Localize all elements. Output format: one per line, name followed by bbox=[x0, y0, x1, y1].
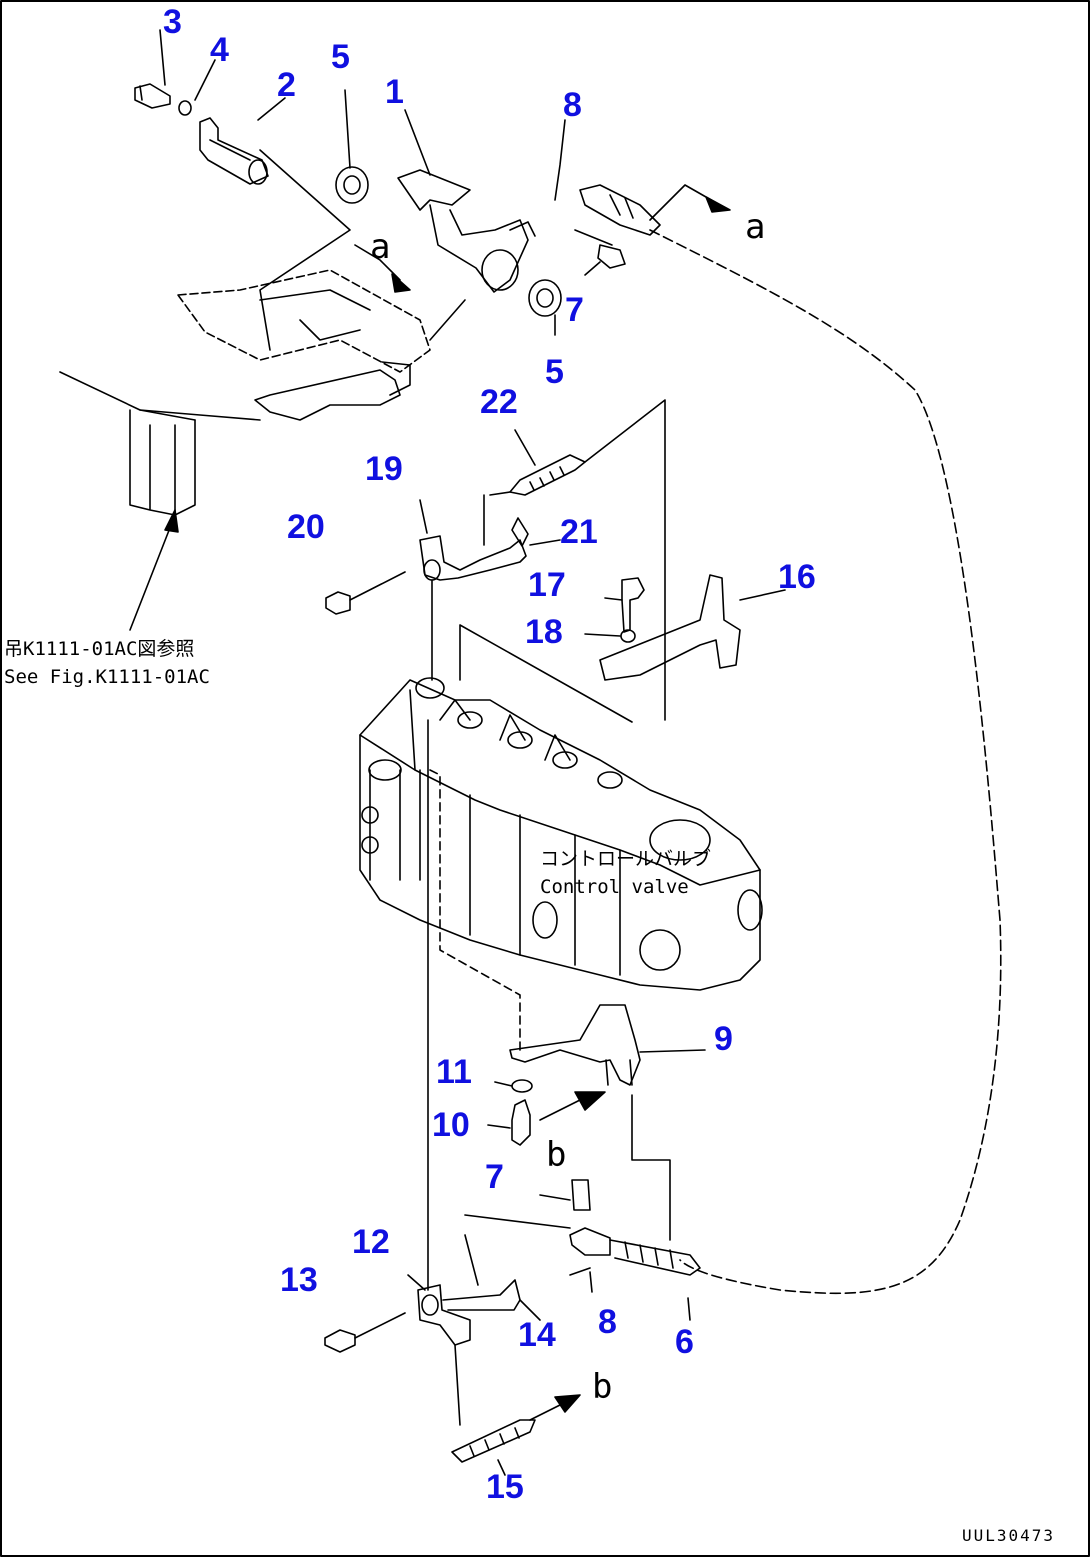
drawing-code: UUL30473 bbox=[962, 1526, 1056, 1545]
part-number-label: 5 bbox=[331, 38, 350, 76]
part-number-label: 2 bbox=[277, 66, 296, 104]
upper-lever-group bbox=[325, 399, 786, 723]
part-number-label: 19 bbox=[365, 450, 403, 488]
part-number-label: 22 bbox=[480, 383, 518, 421]
part-number-label: 11 bbox=[436, 1053, 472, 1091]
reference-letter-a: a bbox=[370, 227, 391, 267]
part-number-label: 21 bbox=[560, 513, 598, 551]
part-number-label: 16 bbox=[778, 558, 816, 596]
control-valve-label-en: Control valve bbox=[540, 876, 689, 898]
part-number-label: 10 bbox=[432, 1106, 470, 1144]
control-valve-body bbox=[359, 677, 763, 1051]
see-figure-note-en: See Fig.K1111-01AC bbox=[4, 666, 210, 688]
part-number-label: 3 bbox=[163, 3, 182, 41]
part-number-label: 12 bbox=[352, 1223, 390, 1261]
reference-letter-b: b bbox=[592, 1367, 613, 1407]
part-number-label: 1 bbox=[385, 73, 404, 111]
part-number-label: 9 bbox=[714, 1020, 733, 1058]
part-number-label: 20 bbox=[287, 508, 325, 546]
part-number-label: 15 bbox=[486, 1468, 524, 1506]
part-number-label: 18 bbox=[525, 613, 563, 651]
part-number-label: 8 bbox=[598, 1303, 617, 1341]
part-number-label: 13 bbox=[280, 1261, 318, 1299]
reference-letter-a: a bbox=[745, 207, 766, 247]
part-number-label: 4 bbox=[210, 31, 229, 69]
control-valve-label-jp: コントロールバルブ bbox=[540, 848, 712, 870]
part-number-label: 7 bbox=[485, 1158, 504, 1196]
part-number-label: 17 bbox=[528, 566, 566, 604]
part-number-label: 5 bbox=[545, 353, 564, 391]
part-number-label: 8 bbox=[563, 86, 582, 124]
reference-letter-b: b bbox=[546, 1135, 567, 1175]
control-cable bbox=[649, 229, 1002, 1295]
part-number-label: 6 bbox=[675, 1323, 694, 1361]
part-number-label: 7 bbox=[565, 291, 584, 329]
pedal-assembly bbox=[59, 29, 731, 516]
lower-lever-group bbox=[324, 719, 706, 1476]
part-number-label: 14 bbox=[518, 1316, 556, 1354]
see-figure-note-jp: 吊K1111-01AC図参照 bbox=[4, 638, 195, 660]
column-arrow bbox=[129, 509, 179, 631]
